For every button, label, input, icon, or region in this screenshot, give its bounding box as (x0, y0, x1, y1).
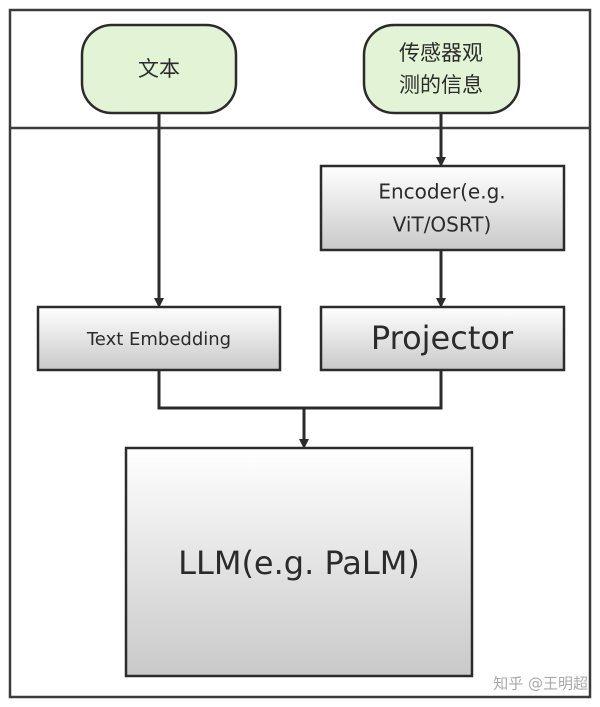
sensor-input-label-line1: 传感器观 (399, 41, 483, 65)
text-embedding-box: Text Embedding (36, 305, 282, 372)
projector-label: Projector (371, 319, 514, 357)
projector-box: Projector (319, 305, 566, 372)
text-input-node: 文本 (80, 23, 238, 115)
connectors (154, 113, 446, 449)
watermark-text: 知乎 @王明超 (493, 675, 588, 693)
llm-label: LLM(e.g. PaLM) (178, 544, 420, 582)
encoder-label-line2: ViT/OSRT) (393, 213, 492, 237)
encoder-box: Encoder(e.g. ViT/OSRT) (319, 164, 566, 252)
text-input-label: 文本 (138, 57, 180, 81)
llm-box: LLM(e.g. PaLM) (124, 446, 474, 678)
sensor-input-label-line2: 测的信息 (399, 73, 483, 97)
text-embedding-label: Text Embedding (86, 329, 231, 350)
merge-connector (157, 370, 443, 410)
sensor-input-node: 传感器观 测的信息 (362, 23, 521, 115)
encoder-label-line1: Encoder(e.g. (378, 180, 505, 204)
